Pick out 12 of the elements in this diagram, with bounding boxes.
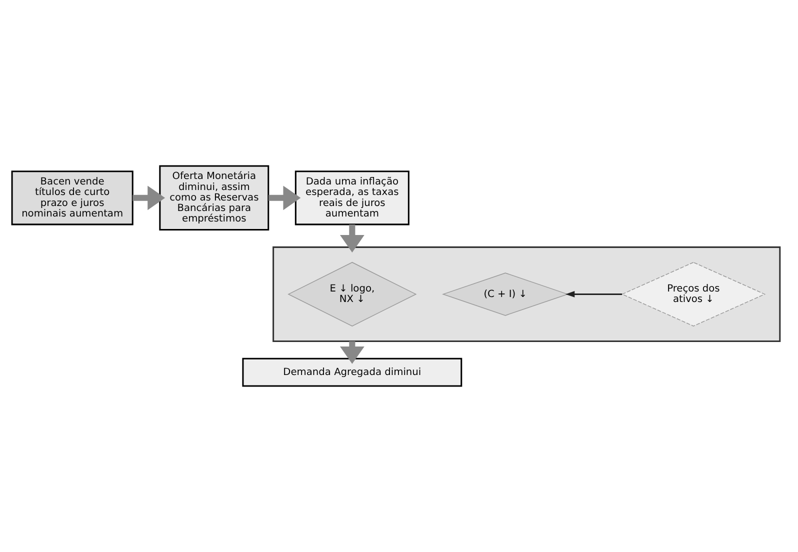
arrow — [268, 186, 301, 210]
node-box: Demanda Agregada diminui — [242, 358, 462, 387]
arrow — [132, 186, 166, 210]
cluster — [272, 246, 781, 342]
node-diamond: (C + I) ↓ — [442, 272, 569, 316]
node-diamond: E ↓ logo, NX ↓ — [288, 262, 417, 326]
arrow — [566, 291, 622, 298]
node-box: Dada uma inflação esperada, as taxas reais de juros aumentam — [294, 170, 410, 226]
node-box: Oferta Monetária diminui, assim como as Reservas Bancárias para empréstimos — [159, 165, 270, 230]
arrow — [340, 224, 364, 252]
node-diamond: Preços dos ativos ↓ — [621, 262, 766, 326]
node-box: Bacen vende títulos de curto prazo e juros nominais aumentam — [11, 170, 134, 226]
